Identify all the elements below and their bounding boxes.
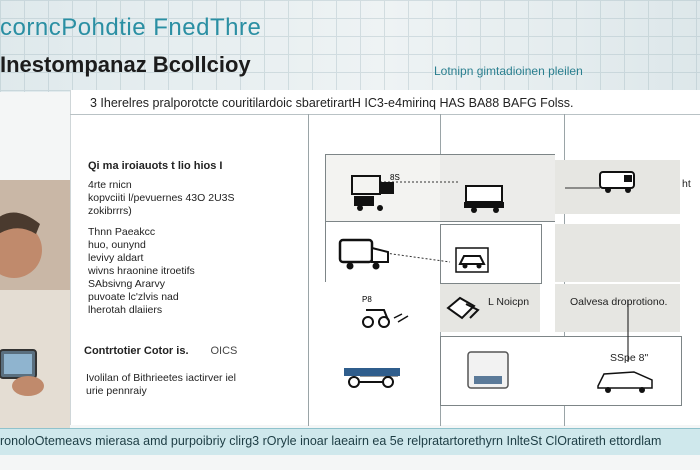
left-block: 4rte rnicn kopvciiti l/pevuernes 43O 2U3… [88,179,235,217]
footer-bar [0,428,700,455]
grid-cell [555,284,680,332]
person-photo [0,180,70,430]
header-grid-pattern [0,0,700,92]
row4-label: SSpe 8" [610,352,649,364]
svg-text:P8: P8 [362,295,372,304]
grid-cell [555,224,680,282]
parcel-icon [446,296,480,320]
van-icon [599,171,635,193]
column-divider [308,114,309,426]
header-caption: Lotnipn gimtadioinen pleilen [434,64,583,78]
left-bottom-text: Ivolilan of Bithrieetes iactirver iel ur… [86,372,236,397]
row3-label: L Noicpn [488,296,530,308]
car-icon [597,371,653,393]
top-right-tick-label: ht [682,178,691,190]
left-bottom-label: Contrtotier Cotor is. [84,345,189,357]
trailer-icon [464,185,504,213]
conveyor-icon [344,368,400,388]
table-header-text: 3 Iherelres pralporotcte couritilardoic … [90,96,574,110]
left-heading: Qi ma iroiauots t lio hios I [88,160,223,172]
page-subtitle: Inestompanaz Bcollcioy [0,52,251,77]
header-divider [70,114,700,115]
truck-icon: 8S [351,173,400,211]
page-title: corncPohdtie FnedThre [0,14,262,41]
bus-icon [338,238,389,270]
svg-text:8S: 8S [390,173,400,182]
car-icon [455,247,489,273]
bike-icon: P8 [362,295,409,328]
left-block: Thnn Paeakcc huo, ounynd levivy aldart w… [88,226,195,316]
left-bottom-label-row: Contrtotier Cotor is. OICS [84,345,237,357]
footer-text: ronoloOtemeavs mierasa amd purpoibriy cl… [0,434,662,448]
row3-description: Oalvesa droprotiono. [570,296,668,308]
header-background [0,0,700,92]
left-description-column: Qi ma iroiauots t lio hios I 4rte rnicn … [88,160,288,325]
bus-icon [467,351,509,389]
left-bottom-code: OICS [210,345,238,357]
